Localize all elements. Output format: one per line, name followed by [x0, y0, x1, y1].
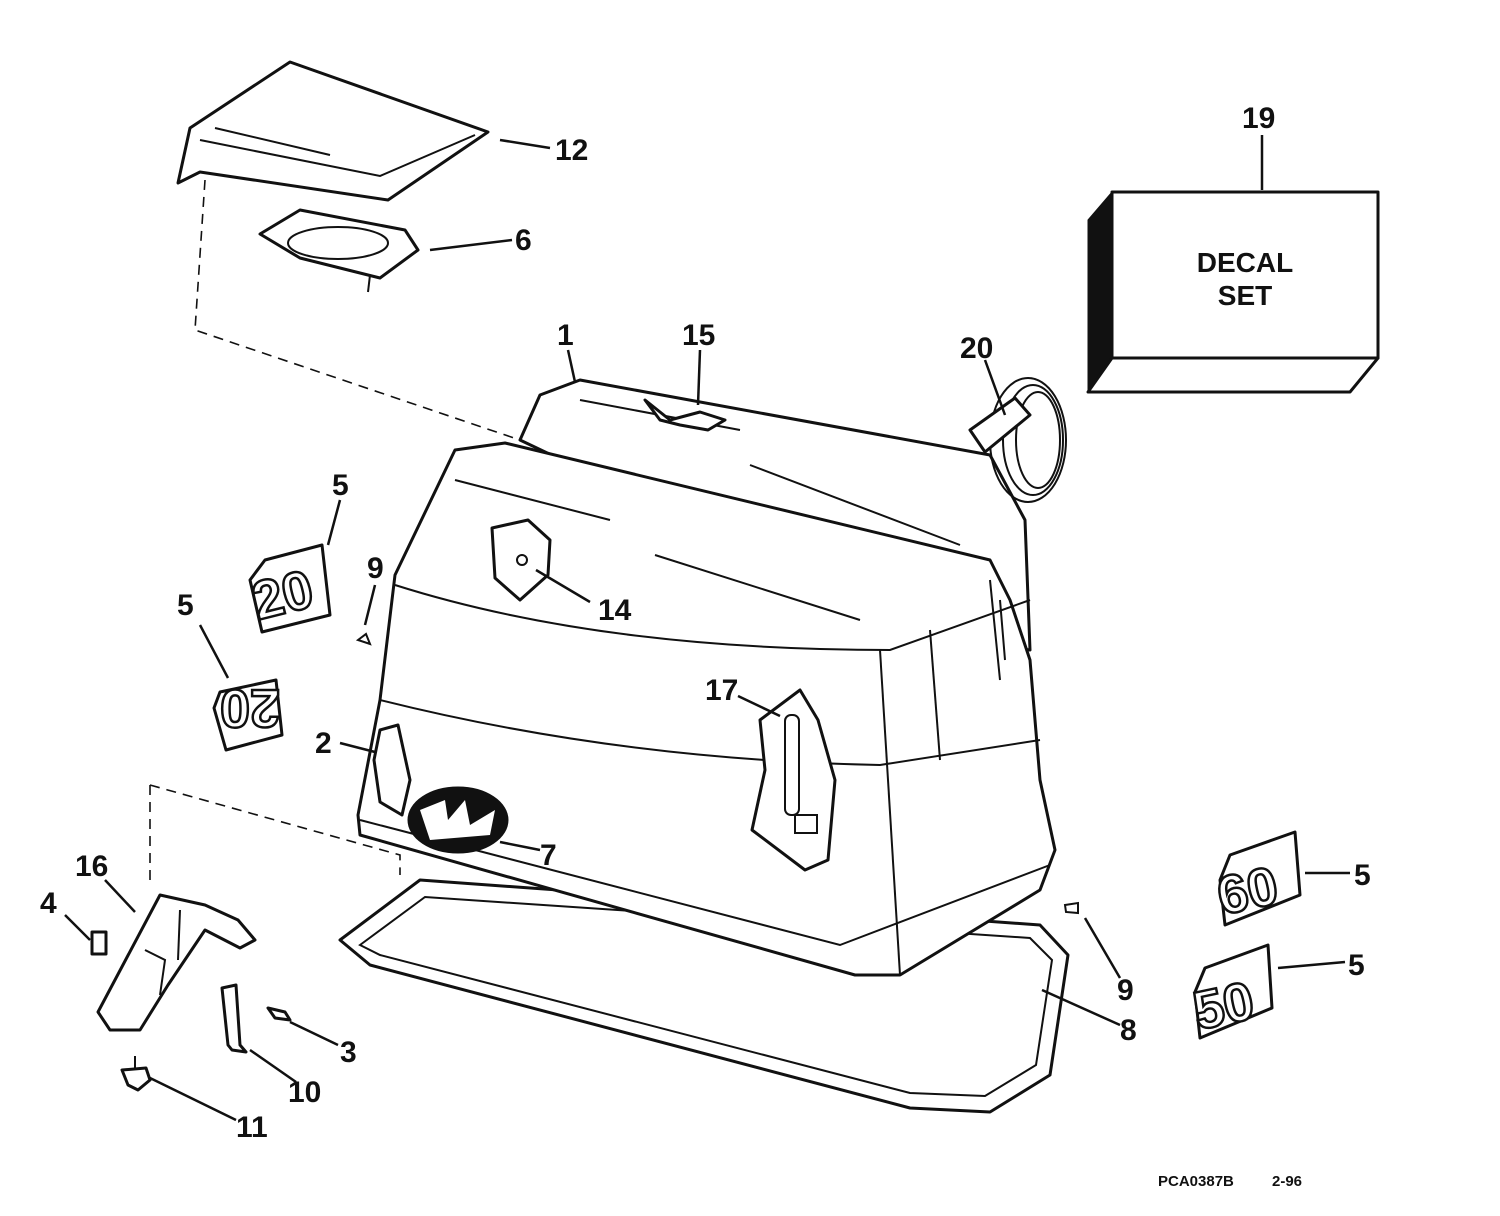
- callout-20: 20: [960, 332, 993, 365]
- decal-number: 20: [220, 678, 280, 738]
- part-3-screw: [266, 1006, 292, 1022]
- decal-number: 50: [1188, 971, 1259, 1042]
- part-6-grommet-plate: [258, 208, 420, 293]
- part-5-decal-60: 60: [1211, 830, 1302, 928]
- part-4-nut: [90, 930, 108, 956]
- part-16-bracket: [96, 893, 257, 1032]
- callout-15: 15: [682, 319, 715, 352]
- callout-1: 1: [557, 319, 574, 352]
- callout-7: 7: [540, 839, 557, 872]
- part-20-lanyard: [968, 377, 1067, 503]
- callout-4: 4: [40, 887, 57, 920]
- callout-numbers: 12 6 1 15 19 20 5 5 9 14 17 2 7 5 5 9 8 …: [40, 102, 1371, 1144]
- decal-set-label-line1: DECAL: [1197, 247, 1293, 278]
- callout-6: 6: [515, 224, 532, 257]
- callout-9: 9: [1117, 974, 1134, 1007]
- callout-3: 3: [340, 1036, 357, 1069]
- callout-8: 8: [1120, 1014, 1137, 1047]
- part-17-side-latch: [750, 688, 837, 872]
- callout-10: 10: [288, 1076, 321, 1109]
- callout-12: 12: [555, 134, 588, 167]
- drawing-footer: PCA0387B 2-96: [1158, 1173, 1302, 1190]
- part-7-logo-decal: [407, 786, 509, 854]
- part-2-side-bracket: [372, 723, 412, 817]
- part-10-clip: [220, 983, 248, 1054]
- callout-14: 14: [598, 594, 632, 627]
- leader-lines: [64, 135, 1350, 1122]
- drawing-date: 2-96: [1272, 1173, 1302, 1190]
- assembly-guide-lines: [149, 179, 521, 885]
- callout-11: 11: [236, 1111, 268, 1144]
- drawing-code: PCA0387B: [1158, 1173, 1234, 1190]
- part-19-decal-set-box: DECAL SET: [1086, 190, 1380, 394]
- decal-number: 60: [1212, 856, 1283, 927]
- callout-5: 5: [332, 469, 349, 502]
- callout-5: 5: [177, 589, 194, 622]
- part-5-decal-lower-left: 20: [212, 677, 284, 752]
- callout-16: 16: [75, 850, 108, 883]
- decal-set-label-line2: SET: [1218, 280, 1272, 311]
- callout-5: 5: [1348, 949, 1365, 982]
- part-5-decal-upper-left: 20: [245, 543, 332, 634]
- part-5-decal-50: 50: [1187, 943, 1274, 1043]
- callout-9: 9: [367, 552, 384, 585]
- part-9-screws: [355, 632, 1079, 915]
- callout-5: 5: [1354, 859, 1371, 892]
- part-15-hinge-clip: [643, 398, 727, 432]
- callout-2: 2: [315, 727, 332, 760]
- part-11-fastener: [120, 1056, 152, 1092]
- callout-19: 19: [1242, 102, 1275, 135]
- callout-17: 17: [705, 674, 738, 707]
- part-12-top-cover: [176, 60, 490, 202]
- part-14-latch-plate: [490, 518, 552, 602]
